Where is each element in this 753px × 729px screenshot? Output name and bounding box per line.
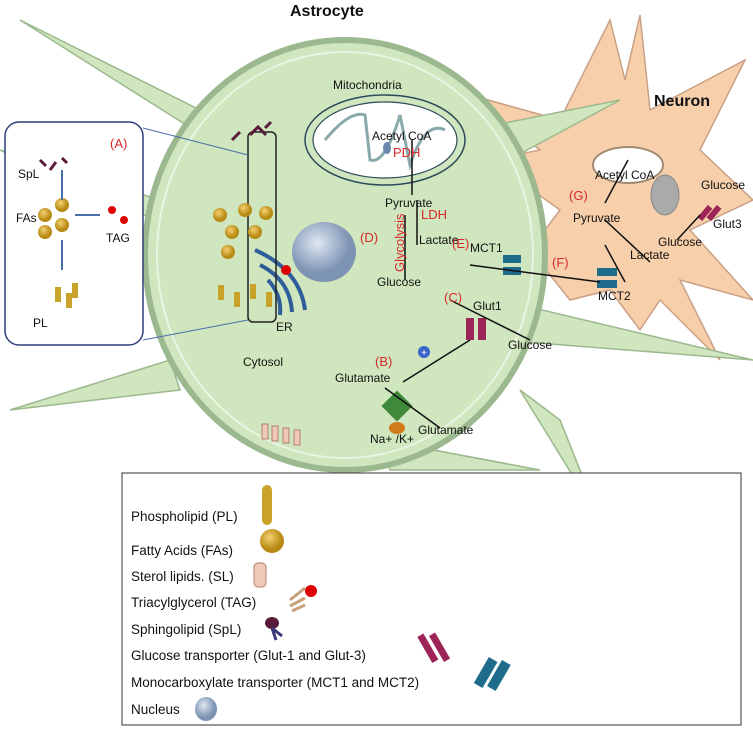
- glut-icon: [417, 632, 451, 663]
- legend-item-glucose-transporter: Glucose transporter (Glut-1 and Glut-3): [131, 648, 366, 663]
- neuron-cell: [469, 14, 753, 361]
- inset-lipid-panel: [4, 121, 144, 346]
- legend-item-nucleus: Nucleus: [131, 702, 180, 717]
- label-glutamate: Glutamate: [335, 371, 391, 385]
- label-er: ER: [276, 320, 293, 334]
- label-glut1: Glut1: [473, 299, 502, 313]
- label-lactate-astro: Lactate: [419, 233, 459, 247]
- legend: Phospholipid (PL) Fatty Acids (FAs) Ster…: [131, 485, 511, 721]
- neuron-label-lactate: Lactate: [630, 248, 670, 262]
- label-E: (E): [452, 236, 469, 251]
- sterol-lipid-icon: [253, 562, 267, 588]
- svg-text:+: +: [421, 348, 427, 359]
- legend-item-fatty-acids: Fatty Acids (FAs): [131, 543, 233, 558]
- inset-label-fas: FAs: [16, 211, 37, 225]
- sphingolipid-icon: [265, 617, 283, 641]
- label-glycolysis: Glycolysis: [392, 213, 407, 272]
- label-D: (D): [360, 230, 378, 245]
- legend-item-tag: Triacylglycerol (TAG): [131, 595, 256, 610]
- neuron-label-mct2: MCT2: [598, 289, 631, 303]
- label-na-k: Na+ /K+: [370, 432, 414, 446]
- fatty-acid-icon: [260, 529, 284, 553]
- plus-icon: [418, 346, 430, 358]
- neuron-label-glucose-outside: Glucose: [701, 178, 745, 192]
- pathway-arrows: [384, 140, 701, 429]
- label-glucose-astro: Glucose: [377, 275, 421, 289]
- legend-box: [121, 472, 742, 726]
- mct-icon: [473, 657, 511, 691]
- label-A: (A): [110, 136, 127, 151]
- inset-label-pl: PL: [33, 316, 48, 330]
- label-glutamate-outside: Glutamate: [418, 423, 474, 437]
- phospholipid-icon: [262, 485, 272, 525]
- legend-item-phospholipid: Phospholipid (PL): [131, 509, 238, 524]
- label-mct1: MCT1: [470, 241, 503, 255]
- tag-icon: [289, 585, 317, 613]
- label-G: (G): [569, 188, 588, 203]
- neuron-label-acetyl-coa: Acetyl CoA: [595, 168, 654, 182]
- label-F: (F): [552, 255, 569, 270]
- label-acetyl-coa: Acetyl CoA: [372, 129, 431, 143]
- label-mitochondria: Mitochondria: [333, 78, 402, 92]
- inset-label-tag: TAG: [106, 231, 130, 245]
- inset-icons: [38, 156, 128, 308]
- neuron-label-pyruvate: Pyruvate: [573, 211, 621, 225]
- label-pyruvate: Pyruvate: [385, 196, 433, 210]
- neuron-title: Neuron: [654, 93, 710, 110]
- nucleus-icon: [195, 697, 217, 721]
- endoplasmic-reticulum: [254, 248, 307, 316]
- cytosol-lipids: [213, 120, 291, 307]
- label-B: (B): [375, 354, 392, 369]
- sterol-lipids-membrane: [261, 423, 301, 446]
- legend-item-sphingolipid: Sphingolipid (SpL): [131, 622, 241, 637]
- label-glucose-outside: Glucose: [508, 338, 552, 352]
- legend-item-sterol-lipids: Sterol lipids. (SL): [131, 569, 234, 584]
- glutamate-transporter: [381, 390, 413, 434]
- legend-item-mct: Monocarboxylate transporter (MCT1 and MC…: [131, 675, 419, 690]
- mct2-transporter: [597, 268, 617, 288]
- glut1-transporter: [466, 318, 486, 340]
- astrocyte-title: Astrocyte: [290, 3, 364, 20]
- astrocyte-nucleus: [292, 222, 356, 282]
- label-C: (C): [444, 290, 462, 305]
- neuron-label-glut3: Glut3: [713, 217, 742, 231]
- label-cytosol: Cytosol: [243, 355, 283, 369]
- inset-label-spl: SpL: [18, 167, 40, 181]
- glut3-transporter: [697, 204, 722, 222]
- neuron-label-glucose: Glucose: [658, 235, 702, 249]
- label-ldh: LDH: [421, 207, 447, 222]
- label-pdh: PDH: [393, 145, 420, 160]
